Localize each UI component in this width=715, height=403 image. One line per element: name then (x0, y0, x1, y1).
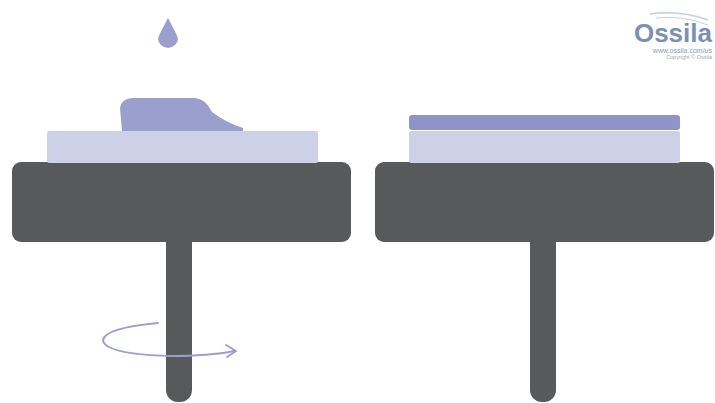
url-watermark: www.ossila.com/us (653, 47, 712, 54)
rotation-arrowhead (226, 345, 236, 357)
solution-puddle (120, 98, 243, 131)
spindle-shaft (530, 230, 556, 402)
logo-swoosh (650, 13, 708, 20)
logo-watermark: Ossila (634, 20, 712, 46)
substrate (47, 131, 318, 163)
chuck (12, 162, 351, 242)
solution-droplet (158, 18, 178, 48)
rotation-arrow (103, 323, 234, 356)
chuck (375, 162, 714, 242)
copyright-watermark: Copyright © Ossila (666, 55, 712, 61)
substrate (409, 131, 680, 163)
spindle-shaft (166, 230, 192, 402)
thin-film (409, 115, 680, 130)
